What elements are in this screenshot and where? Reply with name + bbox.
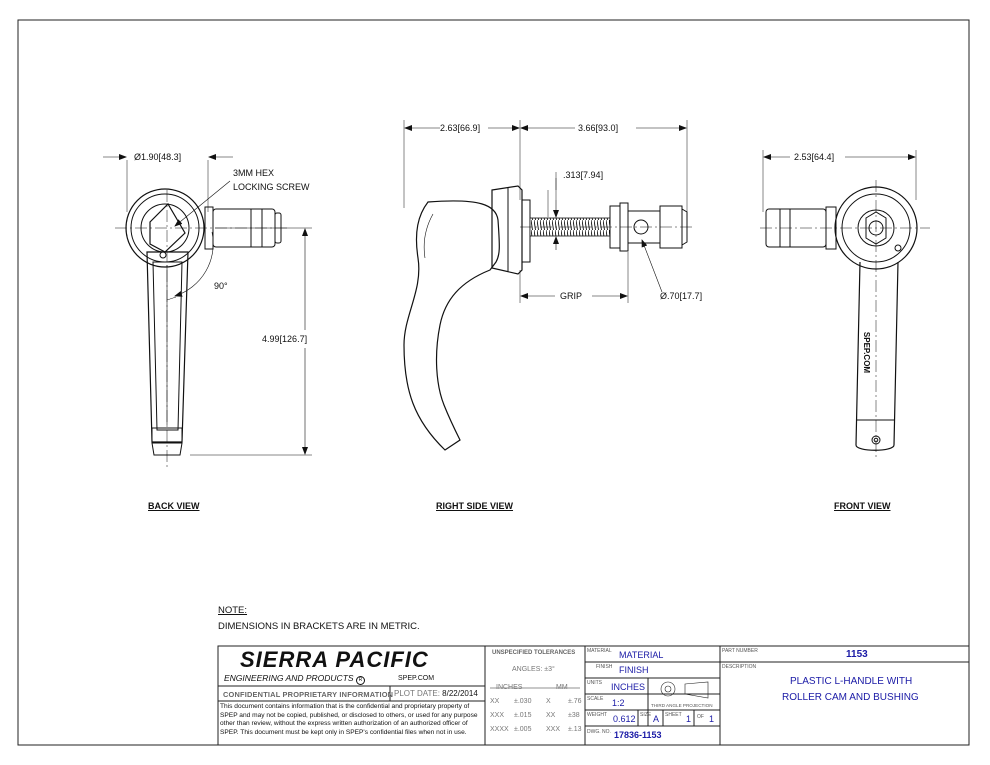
part-number-label: PART NUMBER [722,648,758,654]
description-line2: ROLLER CAM AND BUSHING [782,692,919,703]
tol-mm-format: X [546,698,551,705]
back-view-title: BACK VIEW [148,501,200,511]
plot-date-label: PLOT DATE: [394,689,440,698]
bushing-diameter-dim: Ø.70[17.7] [660,291,703,301]
legal-notice: This document contains information that … [220,703,478,736]
side-right-dim: 3.66[93.0] [578,123,619,133]
side-left-dim: 2.63[66.9] [440,123,481,133]
company-subtitle: ENGINEERING AND PRODUCTS R [224,673,365,685]
tol-mm-value: ±.76 [568,698,582,705]
tol-in-format: XXX [490,712,505,719]
scale-value: 1:2 [612,698,625,708]
tolerance-header: UNSPECIFIED TOLERANCES [492,650,576,656]
side-left-mm: 66.9 [460,123,478,133]
front-view-drawing [760,150,930,460]
back-diameter-dim: Ø1.90[48.3] [134,152,182,162]
finish-value: FINISH [619,665,649,675]
height-mm: 126.7 [282,334,305,344]
side-right-mm: 93.0 [598,123,616,133]
description-line1: PLASTIC L-HANDLE WITH [790,676,913,687]
scale-label: SCALE [587,696,604,702]
dwg-label: DWG. NO. [587,729,611,735]
side-right-value: 3.66 [578,123,596,133]
tolerance-row: XX ±.030 X ±.76 [490,698,582,705]
tolerance-row: XXXX ±.005 XXX ±.13 [490,726,582,733]
height-dim: 4.99[126.7] [262,334,308,344]
hex-screw-label-line2: LOCKING SCREW [233,182,310,192]
diameter-symbol: Ø [660,291,668,301]
height-value: 4.99 [262,334,280,344]
screw-mm: 7.94 [583,170,601,180]
front-width-mm: 64.4 [814,152,832,162]
title-block-grid [217,645,970,746]
tol-in-format: XX [490,698,500,705]
back-diameter-mm: 48.3 [161,152,179,162]
screw-dim: .313[7.94] [563,170,604,180]
bushing-diameter-value: .70 [667,291,680,301]
description-label: DESCRIPTION [722,664,757,670]
of-label: OF [697,714,704,720]
back-view-drawing [103,154,312,470]
right-side-view-title: RIGHT SIDE VIEW [436,501,514,511]
bushing-diameter-mm: 17.7 [682,291,700,301]
sheet-value: 1 [686,714,692,724]
note-title: NOTE: [218,605,248,616]
weight-label: WEIGHT [587,712,607,718]
back-diameter-value: 1.90 [141,152,159,162]
front-width-dim: 2.53[64.4] [794,152,835,162]
company-subtitle-text: ENGINEERING AND PRODUCTS [224,673,354,683]
company-website: SPEP.COM [398,675,435,682]
units-label: UNITS [587,680,602,686]
tol-in-format: XXXX [490,726,509,733]
tol-in-value: ±.015 [514,712,532,719]
angle-tolerance: ANGLES: ±3° [512,666,555,673]
sheets-value: 1 [709,714,715,724]
tol-in-value: ±.030 [514,698,532,705]
tol-mm-format: XXX [546,726,561,733]
projection-label: THIRD ANGLE PROJECTION [651,703,713,708]
tol-in-value: ±.005 [514,726,532,733]
confidential-label: CONFIDENTIAL PROPRIETARY INFORMATION [223,690,394,699]
material-value: MATERIAL [619,650,664,660]
note-text: DIMENSIONS IN BRACKETS ARE IN METRIC. [218,621,420,632]
front-width-value: 2.53 [794,152,812,162]
handle-brand-text: SPEP.COM [862,331,872,374]
tol-mm-format: XX [546,712,556,719]
screw-value: .313 [563,170,581,180]
hex-screw-label-line1: 3MM HEX [233,168,275,178]
right-side-view-drawing [403,120,695,451]
sheet-border [17,19,970,746]
material-label: MATERIAL [587,648,612,654]
units-value: INCHES [611,682,646,692]
plot-date-value: 8/22/2014 [442,689,478,698]
company-name: SIERRA PACIFIC [240,647,429,672]
weight-value: 0.612 [613,714,636,724]
grip-label: GRIP [560,291,583,301]
tol-mm-value: ±38 [568,712,580,719]
size-label: SIZE [640,712,652,718]
diameter-symbol: Ø [134,152,142,162]
front-view-title: FRONT VIEW [834,501,891,511]
plot-date: PLOT DATE: 8/22/2014 [394,689,478,698]
inches-header: INCHES [496,684,523,691]
mm-header: MM [556,684,568,691]
tolerance-row: XXX ±.015 XX ±38 [490,712,580,719]
dwg-number: 17836-1153 [614,730,662,740]
tol-mm-value: ±.13 [568,726,582,733]
size-value: A [653,714,660,724]
side-left-value: 2.63 [440,123,458,133]
sheet-label: SHEET [665,712,682,718]
angle-label: 90° [214,281,228,291]
registered-mark: R [355,676,365,685]
finish-label: FINISH [596,664,613,670]
part-number-value: 1153 [846,649,868,660]
